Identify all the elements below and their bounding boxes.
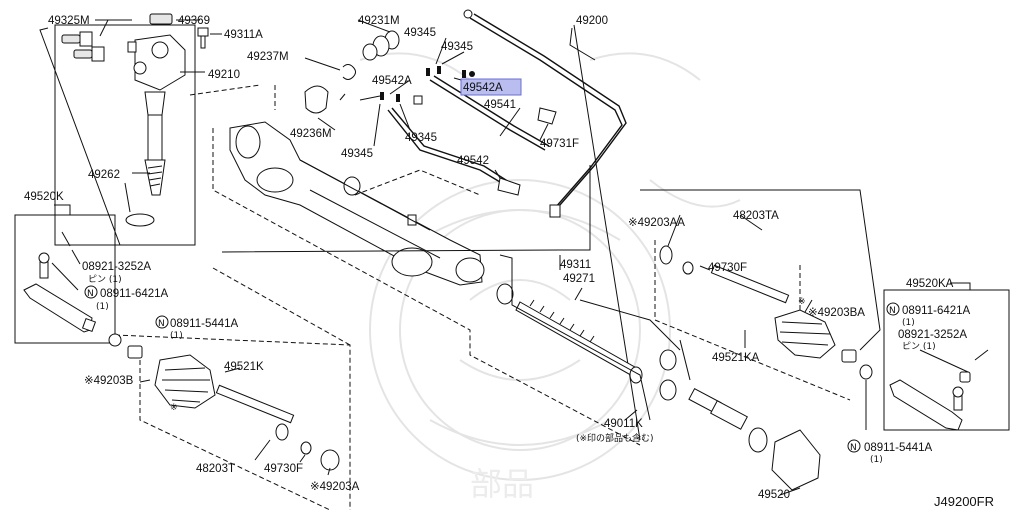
callout-49210[interactable]: 49210 [208,69,240,81]
callout-49203B[interactable]: ※49203B [84,375,134,387]
callout-49203BA[interactable]: ※49203BA [808,307,865,319]
star-mark-right: ※ [798,297,806,307]
callout-49345-b[interactable]: 49345 [441,41,473,53]
callout-49325M[interactable]: 49325M [48,15,90,27]
callout-49231M[interactable]: 49231M [358,15,400,27]
clamp-49731F [537,107,557,125]
callout-49730F-right[interactable]: 49730F [708,262,747,274]
left-tie-rod-end [23,283,93,333]
callout-49271[interactable]: 49271 [563,273,595,285]
callout-49345-a[interactable]: 49345 [404,27,436,39]
callout-08921-left-pin: ピン (1) [88,274,122,285]
callout-48203T[interactable]: 48203T [196,463,235,475]
n-mark-bottom: N [850,443,857,453]
callout-49011K[interactable]: 49011K [604,418,643,430]
callout-08921-right-pin: ピン (1) [902,341,936,352]
callout-08911-6421A-right-qty: (1) [902,318,915,328]
callout-49345-c[interactable]: 49345 [405,132,437,144]
callout-49200[interactable]: 49200 [576,15,608,27]
callout-08921-right[interactable]: 08921-3252A [898,329,967,341]
callout-49203A[interactable]: ※49203A [310,481,360,493]
callout-49262[interactable]: 49262 [88,169,120,181]
n-mark-mid: N [158,319,165,329]
pinion-shaft [147,114,163,161]
callout-49521K[interactable]: 49521K [224,361,264,373]
callout-49237M[interactable]: 49237M [247,51,289,63]
callout-49345-d[interactable]: 49345 [341,148,373,160]
callout-49542A[interactable]: 49542A [372,75,412,87]
gear-housing-group [54,13,222,246]
seal-parts-group [304,19,400,131]
rack-housing [229,121,483,286]
callout-48203TA[interactable]: 48203TA [733,210,779,222]
callout-49542[interactable]: 49542 [457,155,489,167]
star-mark-left: ※ [170,403,178,413]
callout-49311[interactable]: 49311 [560,259,591,271]
callout-49520K[interactable]: 49520K [24,191,64,203]
callout-49203AA[interactable]: ※49203AA [628,217,685,229]
left-boot-49203B [154,354,216,409]
boot-49520 [771,429,821,491]
callout-08911-5441A-right-qty: (1) [870,455,883,465]
callout-49541[interactable]: 49541 [484,99,516,111]
n-mark-left: N [87,289,94,299]
callout-49730F-left[interactable]: 49730F [264,463,303,475]
callout-08911-5441A-left-qty: (1) [170,331,183,341]
right-tie-rod-end [889,379,963,431]
spring-49237M [342,64,356,80]
callout-49369[interactable]: 49369 [178,15,210,27]
callout-08911-6421A-left-qty: (1) [96,302,109,312]
callout-49311A[interactable]: 49311A [224,29,263,41]
callout-49542A-highlighted[interactable]: 49542A [463,82,503,94]
callout-49521KA[interactable]: 49521KA [712,352,760,364]
highlight-49542A [460,78,522,96]
inner-rod-49521KA [710,264,790,304]
callout-08911-5441A-right[interactable]: 08911-5441A [864,442,933,454]
watermark-emblem: 部品 [359,52,741,503]
callout-49520[interactable]: 49520 [758,489,790,501]
svg-text:部品: 部品 [470,465,534,503]
callout-08911-6421A-right[interactable]: 08911-6421A [902,305,971,317]
cap-49369 [149,13,173,25]
o-ring [125,213,155,227]
callout-49520KA[interactable]: 49520KA [906,278,954,290]
callout-49236M[interactable]: 49236M [290,128,332,140]
left-tie-rod-frame [14,214,116,344]
rack-housing-group [189,84,641,446]
left-inner-rod-group [108,333,351,511]
bush-49236M [304,85,329,114]
callout-49731F[interactable]: 49731F [540,138,579,150]
callout-08911-5441A-left[interactable]: 08911-5441A [170,318,239,330]
rack-49271 [515,301,641,379]
figure-code: J49200FR [934,494,994,509]
n-mark-right: N [889,306,896,316]
right-inner-rod-group [640,189,881,430]
rack-shaft-group [496,254,821,496]
callout-08911-6421A-left[interactable]: 08911-6421A [100,288,169,300]
callout-08921-left[interactable]: 08921-3252A [82,261,151,273]
right-tie-rod-frame [883,289,1010,431]
callout-49011K-note: (※印の部品も含む) [576,432,654,444]
left-tie-rod-end-group [14,204,116,344]
right-tie-rod-end-group [883,282,1010,431]
valve-housing [134,34,186,91]
inner-rod-49521K [215,384,295,424]
